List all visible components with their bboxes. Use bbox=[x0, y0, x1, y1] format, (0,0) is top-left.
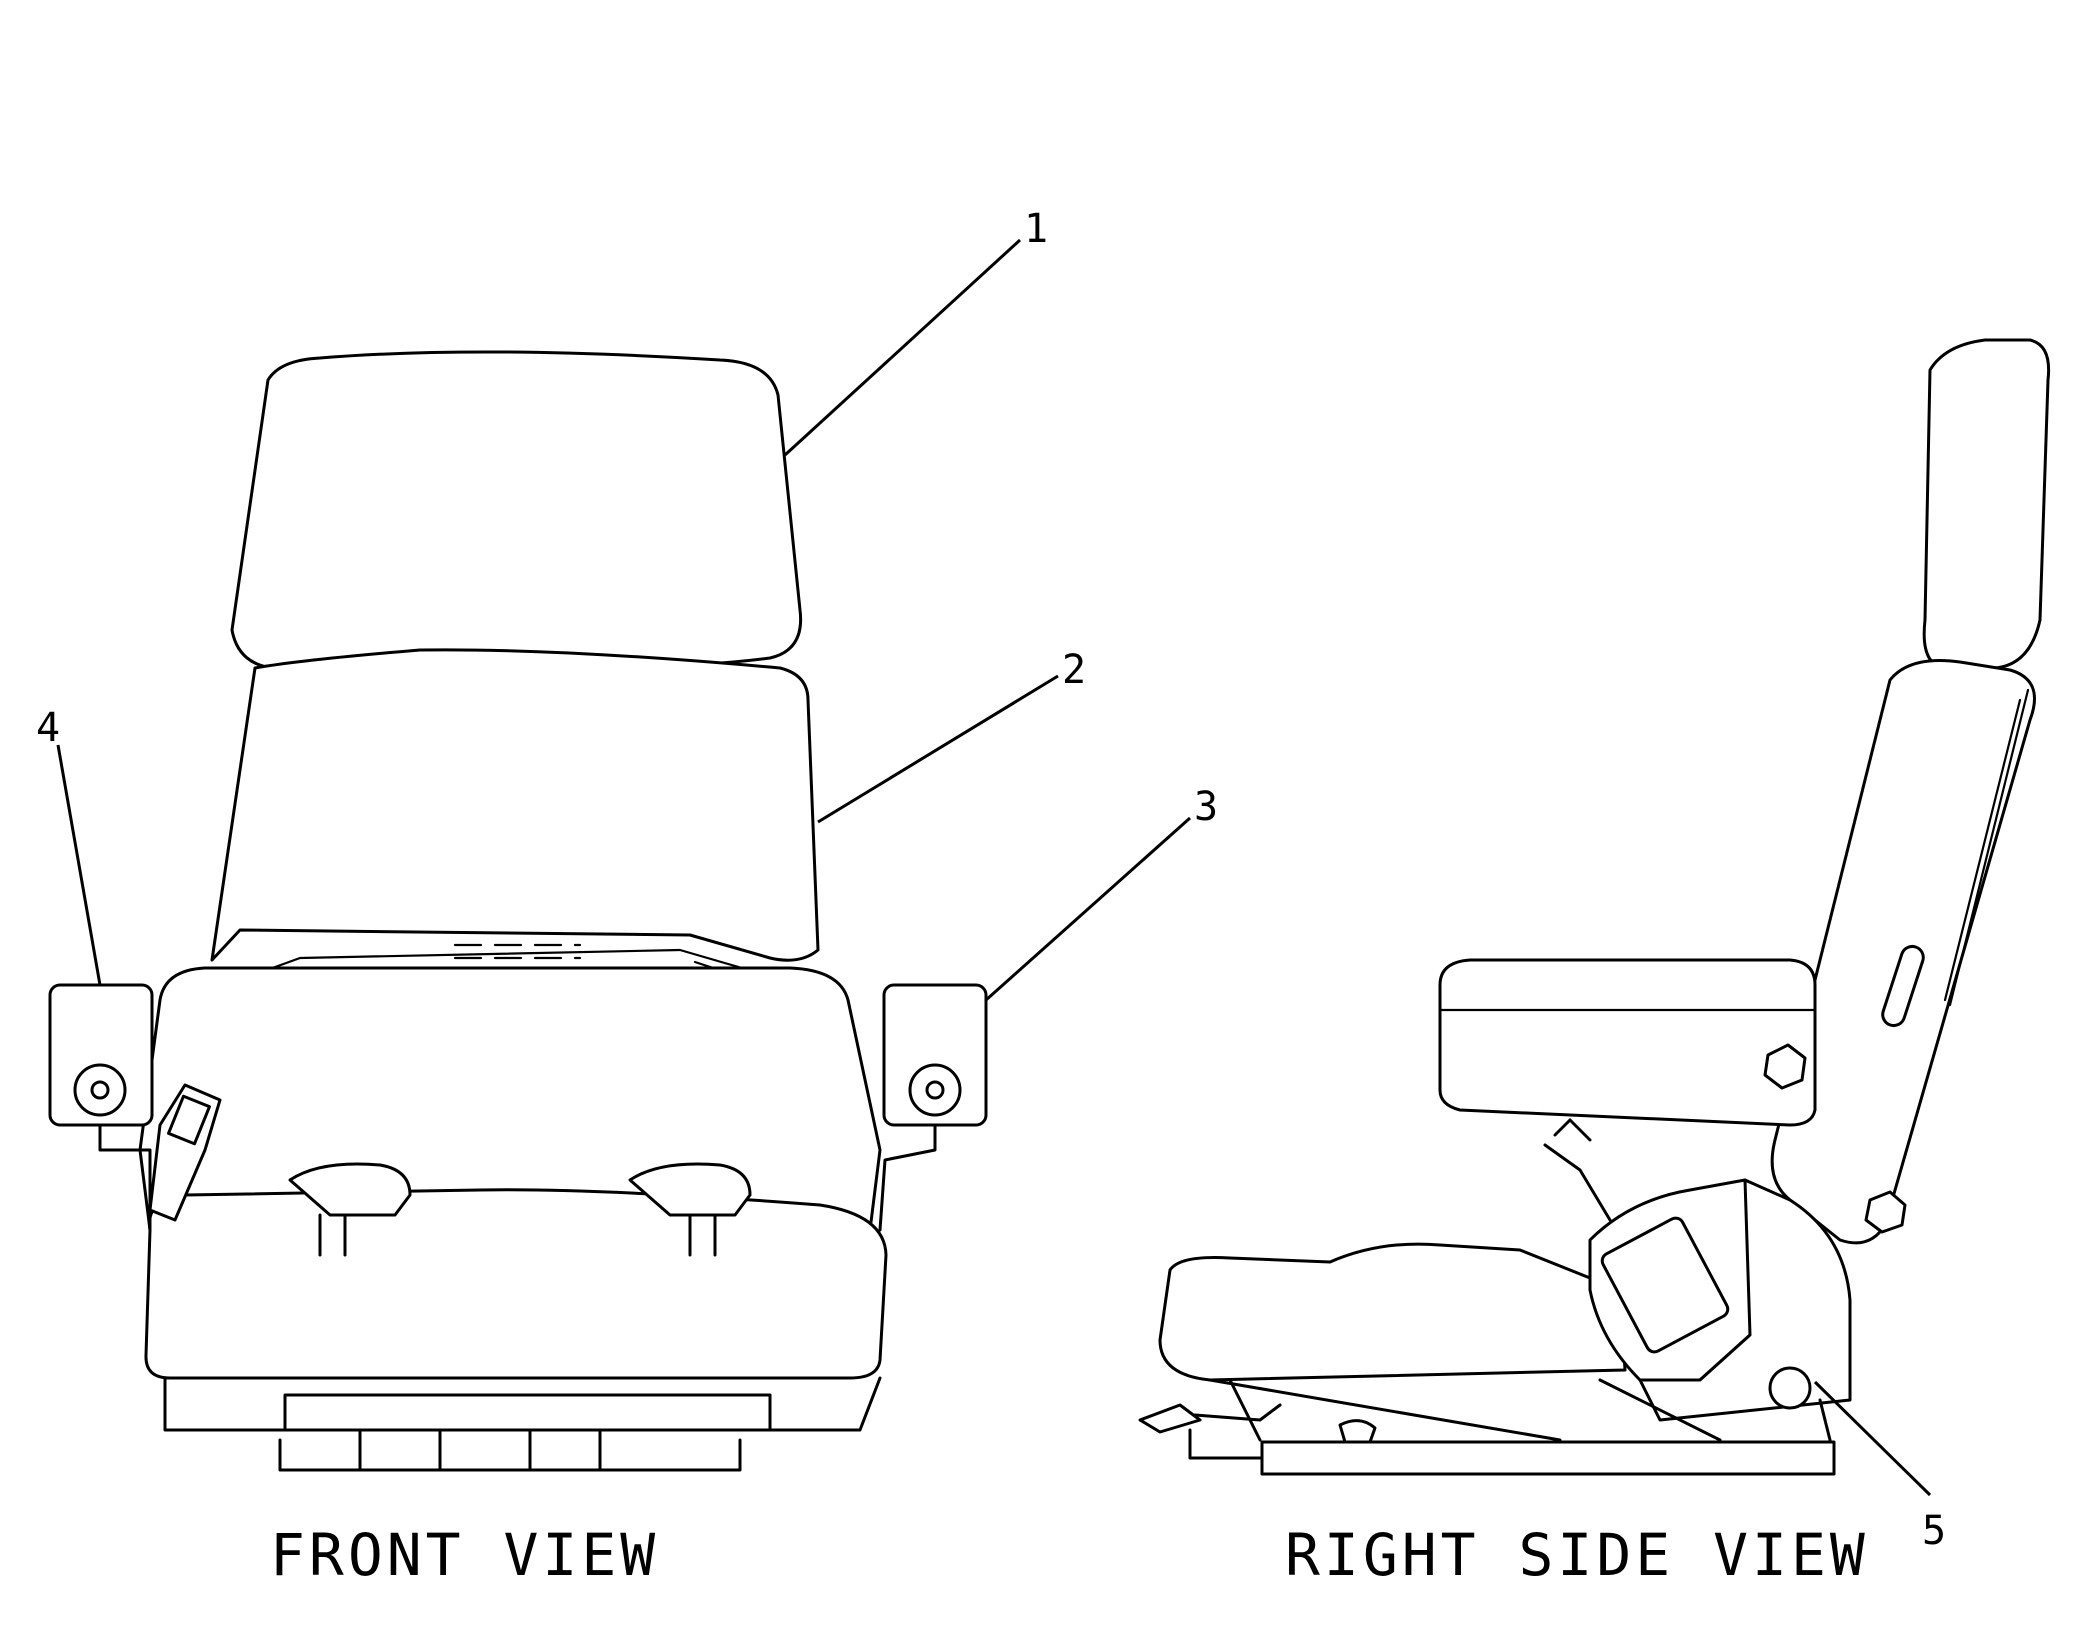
front-belt-strap-left bbox=[318, 1213, 347, 1257]
front-belt-latch-left bbox=[288, 1162, 412, 1217]
front-headrest bbox=[230, 350, 803, 671]
front-backrest bbox=[210, 648, 820, 962]
side-adjust-wheel bbox=[1338, 1419, 1377, 1444]
leader-line-1 bbox=[783, 238, 1022, 457]
front-belt-buckle-slot bbox=[167, 1094, 211, 1146]
side-belt-buckle bbox=[1600, 1216, 1730, 1354]
front-belt-strap-right bbox=[688, 1213, 717, 1257]
callout-1: 1 bbox=[1024, 206, 1048, 252]
callout-2: 2 bbox=[1062, 647, 1086, 693]
side-fore-aft-lever bbox=[1138, 1403, 1202, 1434]
side-backrest-slot bbox=[1881, 944, 1925, 1028]
front-base-feet bbox=[278, 1428, 742, 1472]
side-base-rails bbox=[1208, 1378, 1832, 1442]
front-view-drawing bbox=[48, 350, 988, 1472]
side-view-label: RIGHT SIDE VIEW bbox=[1285, 1521, 1869, 1589]
leader-line-5 bbox=[1813, 1380, 1932, 1497]
side-base-plate bbox=[1260, 1440, 1836, 1476]
side-pivot-bolt bbox=[1864, 1190, 1907, 1234]
side-headrest bbox=[1922, 338, 2051, 670]
front-armrest-left-support bbox=[98, 1123, 152, 1232]
front-belt-latch-right bbox=[628, 1162, 752, 1217]
side-adjust-knob bbox=[1768, 1366, 1812, 1410]
side-lever-rod bbox=[1188, 1403, 1282, 1460]
leader-line-4 bbox=[56, 744, 102, 986]
side-backrest-edge bbox=[1943, 688, 2030, 1007]
side-seat-cushion bbox=[1158, 1242, 1627, 1382]
side-armrest-bolt bbox=[1763, 1043, 1807, 1090]
callout-4: 4 bbox=[36, 705, 60, 751]
front-seat-base bbox=[163, 1376, 882, 1432]
callout-5: 5 bbox=[1922, 1508, 1946, 1554]
side-view-drawing bbox=[1138, 338, 2051, 1476]
front-armrest-right-support bbox=[878, 1123, 937, 1232]
side-lower-mechanism bbox=[1638, 1178, 1852, 1422]
leader-line-2 bbox=[817, 674, 1059, 824]
front-armrest-left-knob-hub bbox=[90, 1080, 110, 1100]
front-view-label: FRONT VIEW bbox=[270, 1521, 659, 1589]
side-armrest bbox=[1438, 958, 1817, 1127]
front-seat-cushion bbox=[144, 1188, 888, 1380]
leader-lines bbox=[56, 238, 1932, 1497]
side-belt-strap bbox=[1543, 1118, 1612, 1222]
callout-numbers: 1 2 3 4 5 bbox=[36, 206, 1946, 1554]
front-armrest-right-knob-hub bbox=[925, 1080, 945, 1100]
leader-line-3 bbox=[985, 816, 1191, 1002]
callout-3: 3 bbox=[1194, 784, 1218, 830]
